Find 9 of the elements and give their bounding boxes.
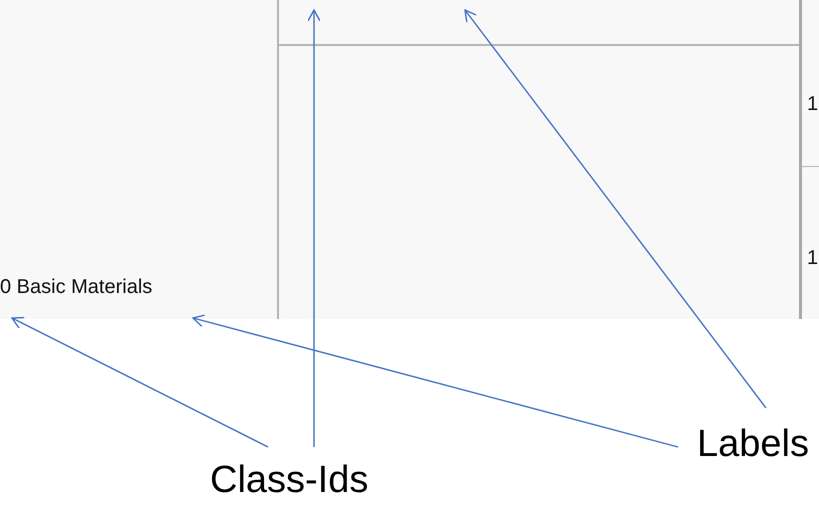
leader-arrow xyxy=(192,314,678,448)
leader-arrow xyxy=(307,9,321,447)
callout-text: Class-Ids xyxy=(210,458,368,502)
leader-arrow xyxy=(464,9,767,408)
table-cell-text: 1 xyxy=(807,246,818,271)
table-cell-text: 0 Basic Materials xyxy=(0,275,152,300)
callout-text: Labels xyxy=(697,422,809,466)
leader-arrow xyxy=(11,316,268,448)
table-cell-text: 1 xyxy=(807,92,818,117)
